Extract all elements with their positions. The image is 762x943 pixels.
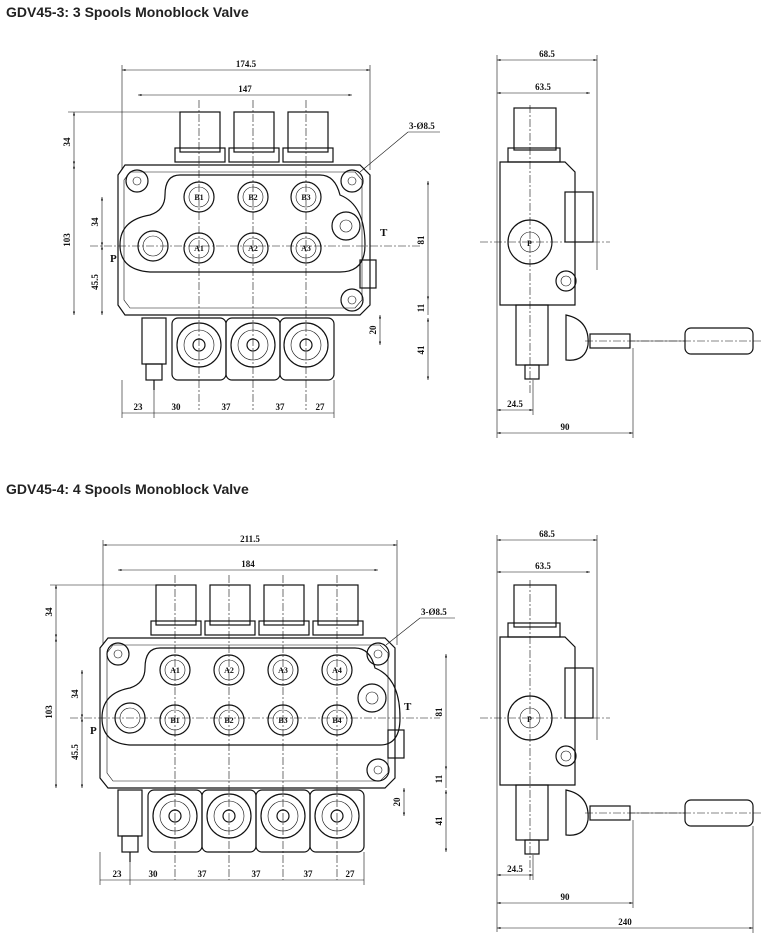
dim-right-small: 11 — [416, 303, 426, 312]
valve-body-outline — [117, 164, 371, 316]
dim-inner-width: 147 — [238, 84, 252, 94]
mount-hole-bottom — [366, 758, 390, 782]
port-label: A3 — [301, 244, 311, 253]
side-dim: 90 — [561, 422, 571, 432]
ports-bottom-row: B1 B2 B3 B4 — [114, 702, 353, 736]
mount-hole-left — [106, 642, 130, 666]
p-port-label: P — [110, 253, 117, 265]
side-p-label: P — [527, 239, 532, 248]
mount-hole-left — [125, 169, 149, 193]
port-label: B2 — [248, 193, 257, 202]
spool-handles — [150, 584, 364, 636]
spool-handles — [174, 111, 334, 163]
dim-bottom: 37 — [222, 402, 232, 412]
side-view-3-spool: 68.5 63.5 P 24.5 90 — [480, 49, 762, 438]
dim-port-row: 34 — [90, 217, 100, 227]
port-label: B3 — [301, 193, 310, 202]
front-view-3-spool: B1 B2 B3 A1 A2 A3 P T — [90, 100, 420, 410]
t-port — [357, 683, 387, 713]
dim-bottom: 30 — [172, 402, 182, 412]
valve-body-outline — [99, 637, 396, 789]
dimensions-3-spool: 174.5 147 34 103 34 45.5 81 11 20 41 23 … — [62, 59, 440, 418]
mount-hole-bottom — [340, 288, 364, 312]
side-dim: 90 — [561, 892, 571, 902]
side-dim: 63.5 — [535, 561, 551, 571]
dim-port-row: 34 — [70, 689, 80, 699]
port-label: A1 — [194, 244, 204, 253]
front-view-4-spool: A1 A2 A3 A4 B1 B2 B3 B4 P T — [70, 575, 440, 880]
dimensions-4-spool: 211.5 184 34 103 34 45.5 81 11 20 41 23 … — [44, 534, 455, 885]
side-dim: 24.5 — [507, 399, 523, 409]
section-title-3-spool: GDV45-3: 3 Spools Monoblock Valve — [6, 4, 249, 20]
dim-bottom-20: 20 — [392, 797, 402, 807]
dim-overall-width: 211.5 — [240, 534, 260, 544]
dim-bottom-20: 20 — [368, 325, 378, 335]
dim-bottom: 27 — [346, 869, 356, 879]
dim-bottom: 37 — [276, 402, 286, 412]
dim-bottom: 37 — [198, 869, 208, 879]
dim-inner-width: 184 — [241, 559, 255, 569]
side-dim: 68.5 — [539, 529, 555, 539]
port-label: A2 — [248, 244, 258, 253]
dim-right-height: 81 — [434, 707, 444, 717]
relief-valve — [117, 789, 143, 837]
dim-bottom: 23 — [113, 869, 123, 879]
hole-callout: 3-Ø8.5 — [421, 607, 447, 617]
hole-callout: 3-Ø8.5 — [409, 121, 435, 131]
dim-bottom: 30 — [149, 869, 159, 879]
dim-right-height: 81 — [416, 235, 426, 245]
mount-hole-right — [340, 169, 364, 193]
dim-p-height: 45.5 — [90, 274, 100, 290]
dim-bottom: 27 — [316, 402, 326, 412]
dim-top-height: 34 — [44, 607, 54, 617]
dim-right-small: 11 — [434, 774, 444, 783]
dim-top-height: 34 — [62, 137, 72, 147]
side-dim: 68.5 — [539, 49, 555, 59]
t-port-label: T — [380, 227, 388, 239]
mount-hole-right — [366, 642, 390, 666]
dim-p-height: 45.5 — [70, 744, 80, 760]
section-title-4-spool: GDV45-4: 4 Spools Monoblock Valve — [6, 481, 249, 497]
ports-top-row: A1 A2 A3 A4 — [159, 654, 353, 686]
t-port — [331, 211, 361, 241]
relief-valve — [141, 317, 167, 365]
dim-bottom: 37 — [304, 869, 314, 879]
dim-bottom-41: 41 — [434, 816, 444, 826]
side-view-4-spool: 68.5 63.5 P 24.5 90 240 — [480, 529, 762, 933]
dim-bottom-41: 41 — [416, 345, 426, 355]
dim-body-height: 103 — [62, 233, 72, 247]
ports-bottom-row: A1 A2 A3 — [137, 230, 322, 264]
t-port-label: T — [404, 701, 412, 713]
side-dim: 63.5 — [535, 82, 551, 92]
side-dim: 240 — [618, 917, 632, 927]
dim-body-height: 103 — [44, 705, 54, 719]
dim-overall-width: 174.5 — [236, 59, 257, 69]
dim-bottom: 37 — [252, 869, 262, 879]
p-port-label: P — [90, 725, 97, 737]
port-label: B1 — [194, 193, 203, 202]
side-p-label: P — [527, 715, 532, 724]
ports-top-row: B1 B2 B3 — [183, 181, 322, 213]
spool-caps — [147, 789, 365, 853]
dim-bottom: 23 — [134, 402, 144, 412]
side-dim: 24.5 — [507, 864, 523, 874]
